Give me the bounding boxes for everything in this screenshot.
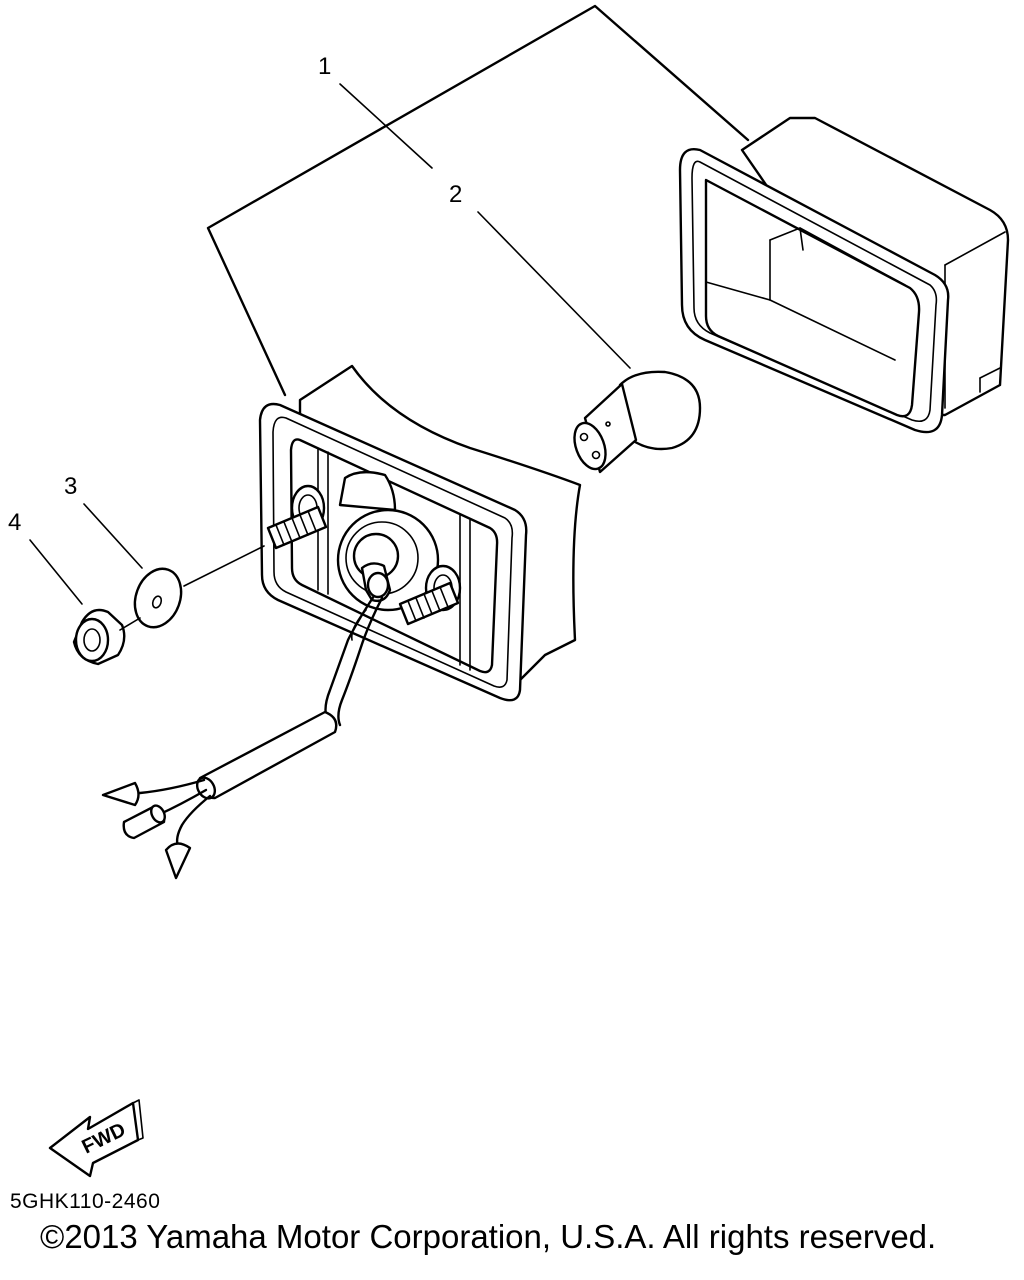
stud-thread-left xyxy=(266,505,328,550)
tail-lamp-bulb xyxy=(573,370,702,474)
copyright-notice: ©2013 Yamaha Motor Corporation, U.S.A. A… xyxy=(40,1218,937,1255)
stud-thread-right xyxy=(398,581,460,626)
callout-4: 4 xyxy=(8,509,21,536)
diagram-code: 5GHK110-2460 xyxy=(10,1190,161,1213)
callout-labels: 1 2 3 4 xyxy=(8,53,462,536)
callout-2: 2 xyxy=(449,181,462,208)
wiring-harness xyxy=(101,594,384,880)
callout-1: 1 xyxy=(318,53,331,80)
assembly-guide-lines xyxy=(119,545,265,631)
fwd-arrow-icon: FWD xyxy=(48,1099,144,1178)
callout-3: 3 xyxy=(64,473,77,500)
tail-lamp-lens-cover xyxy=(678,116,1010,434)
part-1-bracket xyxy=(206,4,750,397)
tail-lamp-base-housing xyxy=(258,364,582,702)
washer xyxy=(133,567,183,629)
flange-nut xyxy=(72,608,126,666)
leader-lines xyxy=(29,83,631,605)
